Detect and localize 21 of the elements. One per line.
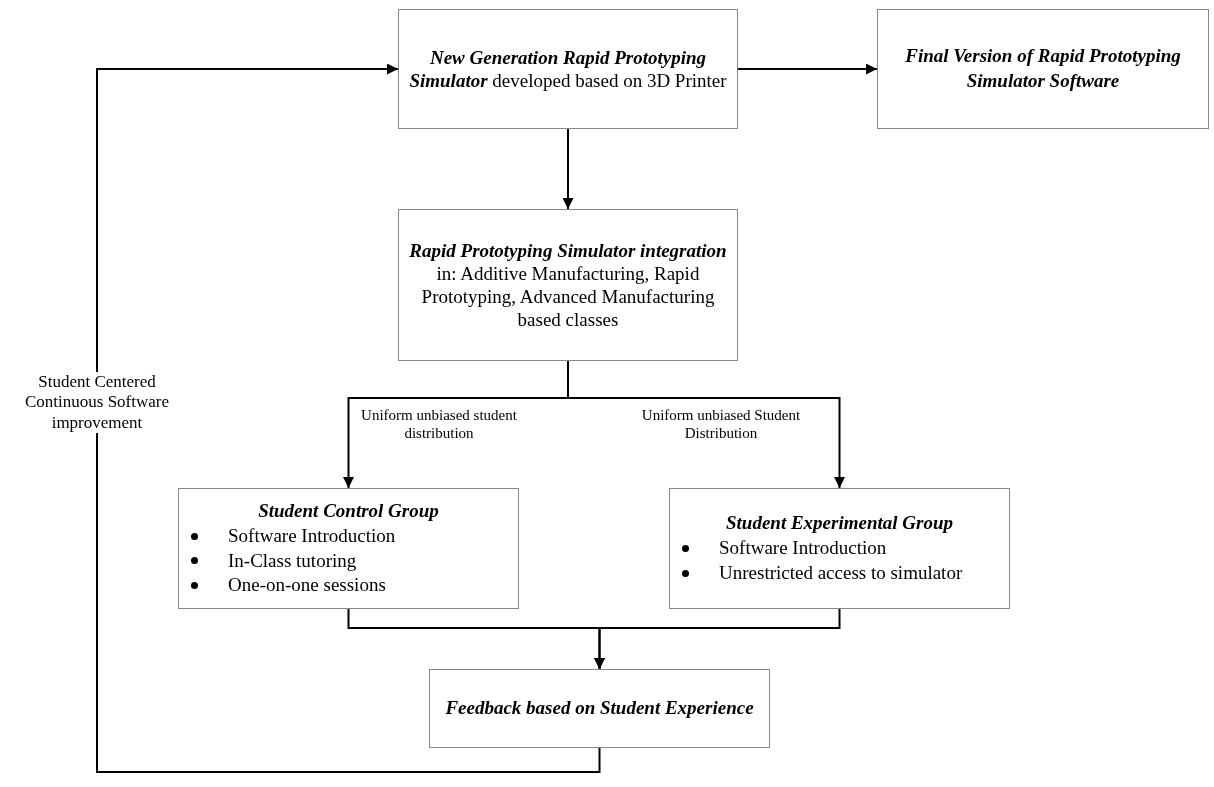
process-box — [398, 209, 738, 361]
process-box — [669, 488, 1010, 609]
box-text: Rapid Prototyping Simulator integration in: Additive Manufacturing, Rapid Prototyping, Advanced Manufacturing based classes — [409, 238, 727, 332]
bullet-item: In-Class tutoring — [228, 548, 357, 573]
arrow — [562, 128, 574, 210]
bullet-item: Unrestricted access to simulator — [719, 560, 963, 585]
process-box — [877, 9, 1209, 129]
arrow — [737, 63, 878, 75]
bullet-item: Software Introduction — [719, 536, 887, 561]
box-text: Feedback based on Student Experience — [445, 696, 754, 721]
process-box — [178, 488, 519, 609]
box-text: Final Version of Rapid Prototyping Simulator Software — [904, 44, 1182, 93]
box-heading: Student Experimental Group — [726, 511, 953, 536]
process-box — [429, 669, 770, 748]
arrow — [96, 63, 601, 773]
box-heading: Student Control Group — [258, 499, 439, 524]
arrow — [594, 608, 841, 670]
bullet-item: Software Introduction — [228, 523, 396, 548]
box-text: New Generation Rapid Prototyping Simulator developed based on 3D Printer — [409, 45, 727, 93]
bullet-item: One-on-one sessions — [228, 573, 386, 598]
process-box — [398, 9, 738, 129]
